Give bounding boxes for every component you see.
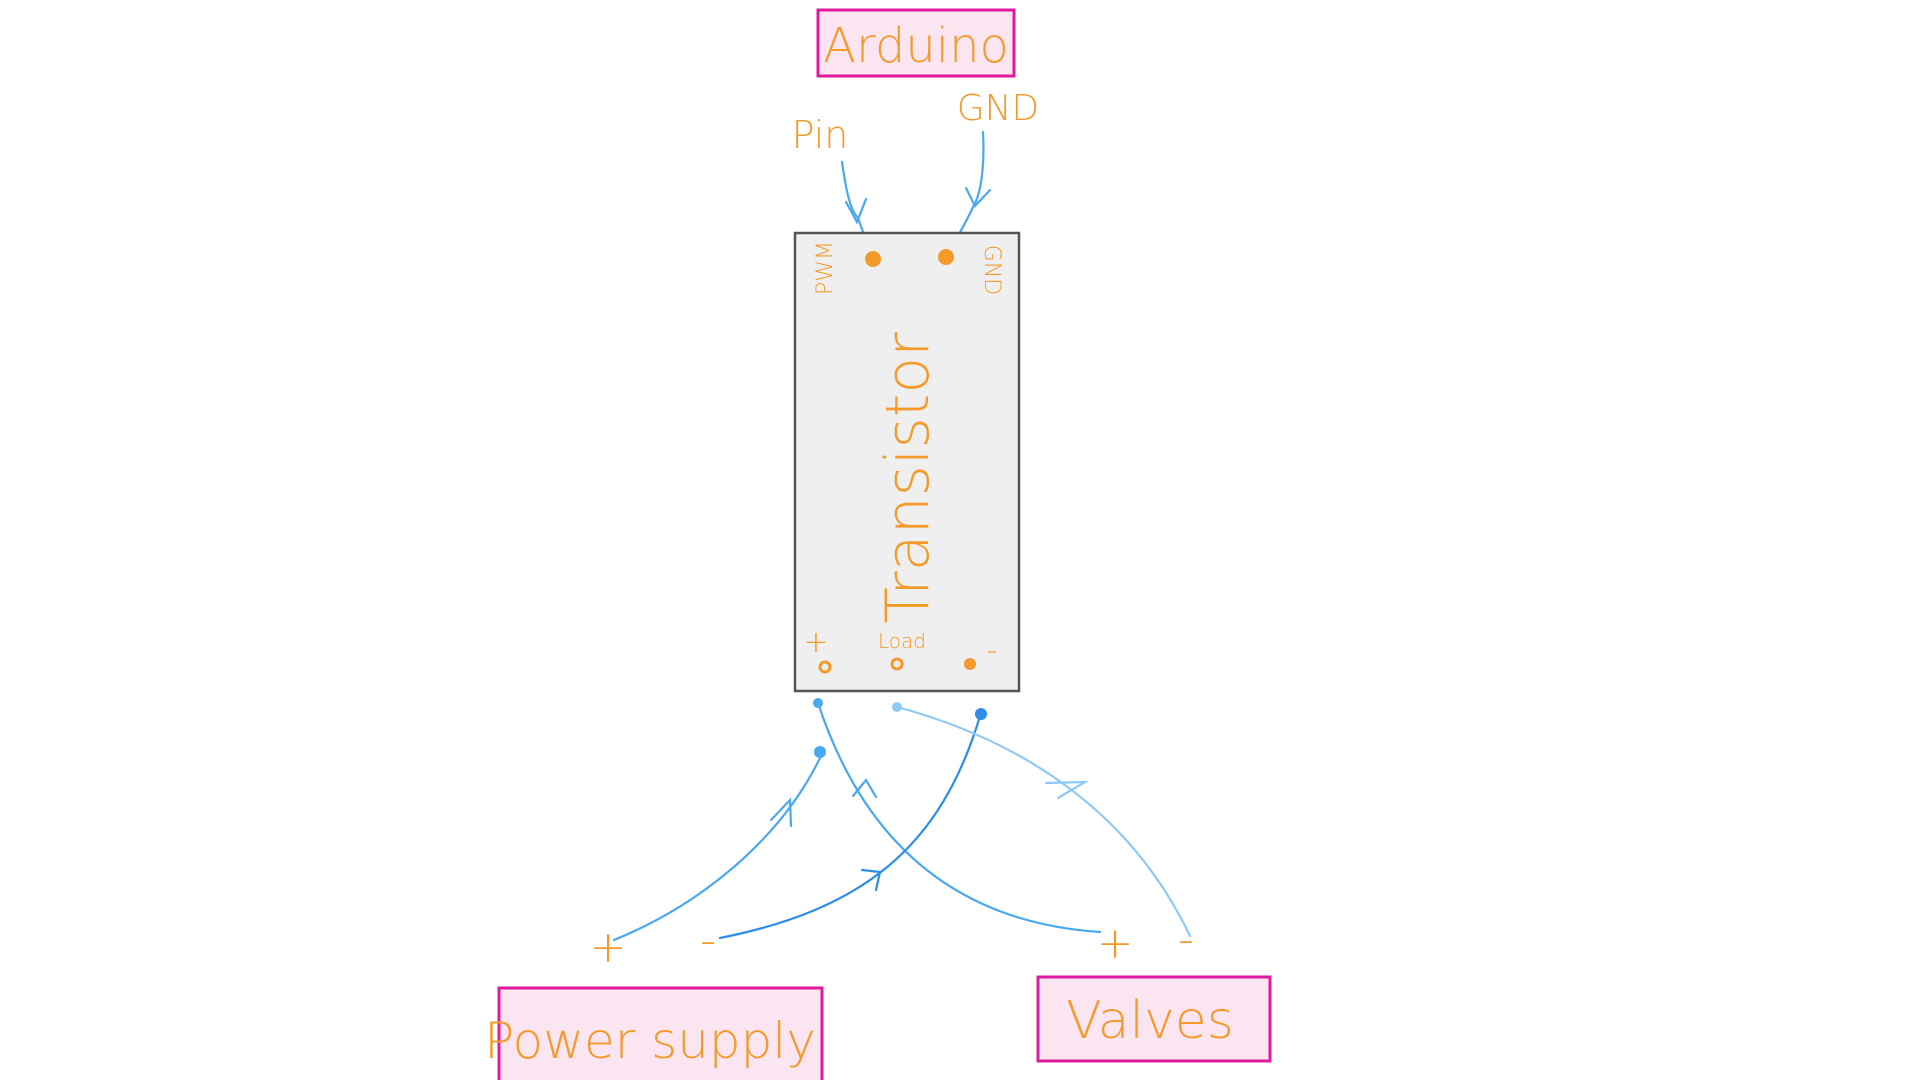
valves-minus-label: - [1178, 914, 1194, 965]
ps-plus-wire [612, 746, 826, 942]
load-to-valves-minus-wire [892, 702, 1192, 938]
load-label: Load [878, 629, 926, 653]
gnd-terminal-label: GND [979, 245, 1004, 295]
transistor-to-valves-plus-wire [813, 698, 1102, 934]
power-supply-node: Power supply [484, 986, 824, 1080]
valves-node: Valves [1036, 975, 1272, 1063]
gnd-top-label: GND [957, 88, 1040, 129]
ps-minus-label: - [700, 915, 716, 966]
pwm-terminal [865, 251, 881, 267]
load-terminal [890, 657, 904, 671]
minus-terminal-label: - [987, 633, 998, 668]
arduino-box [816, 8, 1016, 78]
transistor-body [793, 231, 1021, 693]
arduino-label: Arduino [823, 18, 1009, 74]
gnd-terminal [938, 249, 954, 265]
minus-terminal [964, 658, 976, 670]
ps-minus-wire [718, 708, 987, 940]
transistor: Transistor PWM GND + Load - [793, 231, 1021, 693]
valves-box [1036, 975, 1272, 1063]
ps-plus-label: + [590, 922, 627, 973]
power-supply-box [497, 986, 824, 1080]
arduino-node: Arduino [816, 8, 1016, 78]
plus-terminal [818, 660, 832, 674]
valves-plus-label: + [1097, 918, 1134, 969]
power-supply-label: Power supply [484, 1012, 816, 1070]
transistor-label: Transistor [873, 332, 943, 624]
plus-terminal-label: + [803, 625, 828, 660]
pin-label: Pin [792, 113, 849, 157]
valves-label: Valves [1066, 991, 1234, 1051]
pwm-label: PWM [813, 241, 838, 295]
